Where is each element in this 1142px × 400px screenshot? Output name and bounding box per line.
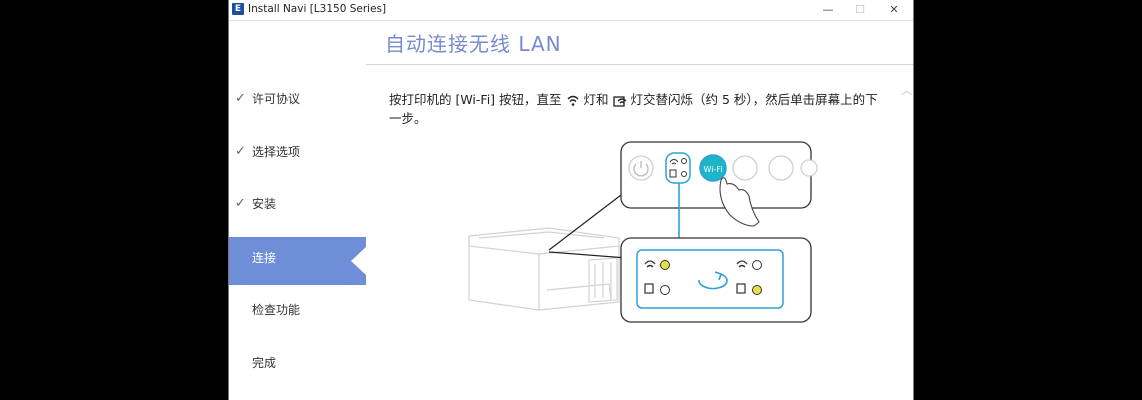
wifi-led-off — [752, 260, 762, 270]
wifi-led-on — [660, 260, 670, 270]
instruction-text: 按打印机的 [Wi-Fi] 按钮，直至 灯和 灯交替闪烁（约 5 秒），然后单击… — [389, 90, 889, 128]
finger-icon — [719, 177, 760, 227]
alternate-arrow-icon — [698, 273, 728, 290]
installer-window: E Install Navi [L3150 Series] — ☐ ✕ ✓ 许可… — [228, 0, 914, 400]
minimize-button[interactable]: — — [822, 3, 834, 16]
network-led-on — [752, 285, 762, 295]
sidebar-item-finish: 完成 — [229, 338, 366, 386]
active-step-arrow — [351, 247, 366, 275]
checkmark-icon: ✓ — [235, 91, 246, 106]
sidebar-item-license: ✓ 许可协议 — [229, 74, 366, 122]
sidebar-item-connect: 连接 — [229, 237, 366, 285]
network-led-off — [660, 285, 670, 295]
sidebar-item-label: 连接 — [252, 251, 277, 265]
close-button[interactable]: ✕ — [889, 3, 899, 16]
app-icon: E — [232, 3, 244, 15]
sidebar-item-check: 检查功能 — [229, 285, 366, 333]
wifi-button[interactable] — [699, 154, 727, 182]
window-title: Install Navi [L3150 Series] — [248, 3, 387, 15]
maximize-button[interactable]: ☐ — [855, 3, 865, 16]
instruction-part-1: 按打印机的 [Wi-Fi] 按钮，直至 — [389, 92, 562, 107]
printer-drawing — [468, 227, 620, 311]
page-title: 自动连接无线 LAN — [385, 32, 562, 56]
instruction-part-3: 灯交替闪烁（约 5 秒），然后单击屏幕上的下一步。 — [389, 92, 878, 126]
sidebar-item-label: 完成 — [252, 356, 277, 370]
sidebar-item-label: 许可协议 — [252, 92, 301, 106]
status-leds — [665, 152, 691, 184]
led-state-box — [636, 249, 784, 309]
instruction-part-2: 灯和 — [583, 92, 609, 107]
sidebar-item-install: ✓ 安装 — [229, 179, 366, 227]
title-bar: E Install Navi [L3150 Series] — ☐ ✕ — [229, 0, 913, 21]
header-divider — [366, 64, 913, 65]
sidebar-item-label: 检查功能 — [252, 303, 301, 317]
wifi-button-label: Wi-Fi — [703, 165, 722, 174]
sidebar-item-label: 选择选项 — [252, 145, 301, 159]
stop-button-icon — [768, 155, 794, 181]
copy-button-icon — [732, 155, 758, 181]
sidebar-item-options: ✓ 选择选项 — [229, 127, 366, 175]
checkmark-icon: ✓ — [235, 196, 246, 211]
network-status-icon — [612, 95, 626, 107]
printer-illustration: Wi-Fi — [468, 141, 818, 323]
scroll-up-icon[interactable]: ︿ — [901, 84, 912, 97]
steps-sidebar: ✓ 许可协议 ✓ 选择选项 ✓ 安装 连接 检查功能 完成 — [229, 21, 366, 400]
checkmark-icon: ✓ — [235, 144, 246, 159]
sidebar-item-label: 安装 — [252, 197, 277, 211]
callout-lines — [548, 194, 628, 259]
wifi-icon — [567, 95, 579, 106]
